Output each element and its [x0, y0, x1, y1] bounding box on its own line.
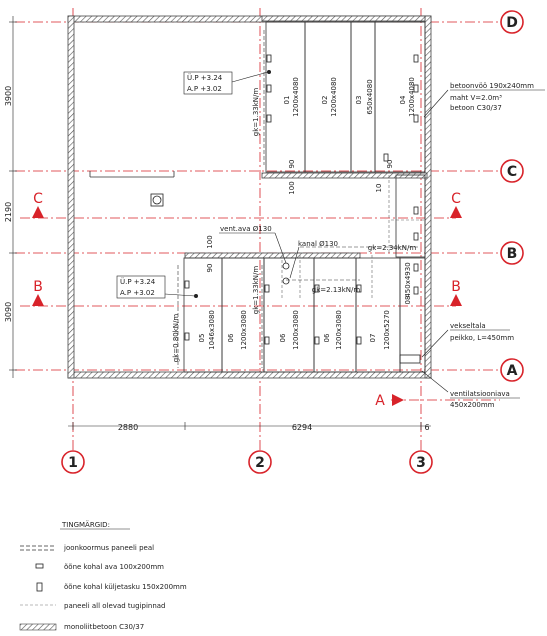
- legend-title: TINGMÄRGID:: [61, 520, 110, 529]
- panels-top: [89, 21, 426, 178]
- panel-id: 07: [369, 334, 377, 343]
- beam-label-1: betoonvöö 190x240mm: [450, 82, 534, 90]
- annotation-labels: vent.ava Ø130 kanal Ø130 betoonvöö 190x2…: [220, 82, 534, 409]
- dim-10: 10: [375, 184, 383, 193]
- axis-label-a: A: [507, 363, 518, 379]
- line-load-markings: [177, 30, 420, 368]
- section-arrows: [32, 206, 462, 406]
- level-ap-bottom: A.P +3.02: [120, 289, 155, 297]
- axis-bubble-labels: D C B A 1 2 3: [68, 15, 518, 471]
- panel-id: 05: [198, 334, 206, 343]
- panel-id: 06: [227, 333, 235, 342]
- vent-symbols: [150, 193, 421, 364]
- level-ap-top: A.P +3.02: [187, 85, 222, 93]
- dim-3090: 3090: [4, 302, 13, 322]
- kanal-label: kanal Ø130: [298, 240, 338, 248]
- panel-size: 1200x3080: [292, 310, 300, 350]
- panels-bottom: [183, 174, 426, 373]
- panel-size: 1200x3080: [335, 310, 343, 350]
- panel-size: 1200x5270: [383, 310, 391, 350]
- panel-size: 1046x3080: [208, 310, 216, 350]
- panel-id: 03: [355, 96, 363, 105]
- dim-100-top: 100: [288, 181, 296, 194]
- vekseltala-label-1: vekseltala: [450, 322, 486, 330]
- level-up-top: Ü.P +3.24: [187, 73, 223, 82]
- section-b-right-label: B: [451, 279, 461, 295]
- panel-labels-bottom: 05 1046x3080 06 1200x3080 06 1200x3080 0…: [198, 262, 412, 350]
- panel-id: 06: [323, 333, 331, 342]
- dimension-lines: [9, 16, 431, 430]
- legend-item: õõne kohal küljetasku 150x200mm: [64, 583, 187, 591]
- dim-90-mid: 90: [206, 264, 214, 273]
- panel-size: 1200x3080: [240, 310, 248, 350]
- vertical-dimensions: 3900 2190 3090: [4, 86, 13, 322]
- legend-item: õõne kohal ava 100x200mm: [64, 563, 164, 571]
- vent-label: vent.ava Ø130: [220, 225, 272, 233]
- vent-opening-label-1: ventilatsiooniava: [450, 390, 510, 398]
- load-gk-left: gk=0.80kN/m: [172, 314, 180, 363]
- section-c-left-label: C: [33, 191, 43, 207]
- panel-id: 08: [404, 296, 412, 305]
- dim-90-top-right: 90: [386, 160, 394, 169]
- axis-bubbles: [61, 10, 524, 474]
- vent-opening-label-2: 450x200mm: [450, 401, 495, 409]
- legend-item: paneeli all olevad tugipinnad: [64, 602, 166, 610]
- beam-label-3: betoon C30/37: [450, 104, 502, 112]
- small-dimensions: 100 90 10 90 90 100: [206, 160, 394, 273]
- axis-label-b: B: [507, 246, 518, 262]
- load-gk-2-13: gk=2.13kN/m: [312, 286, 361, 294]
- axis-label-c: C: [507, 164, 517, 180]
- dim-2190: 2190: [4, 202, 13, 222]
- load-gk-mid: gk=1.33kN/m: [252, 266, 260, 315]
- concrete-beams: [184, 15, 428, 259]
- dim-6294: 6294: [292, 423, 312, 432]
- panel-id: 02: [321, 96, 329, 105]
- beam-label-2: maht V=2.0m³: [450, 94, 502, 102]
- axis-label-3: 3: [416, 455, 426, 471]
- load-gk-top: gk=1.33kN/m: [252, 88, 260, 137]
- legend-symbols: [19, 545, 57, 631]
- axis-label-1: 1: [68, 455, 78, 471]
- panel-size: 650x4080: [366, 79, 374, 114]
- axis-label-2: 2: [255, 455, 265, 471]
- leader-lines: [117, 71, 545, 399]
- horizontal-dimensions: 2880 6294 6: [118, 423, 430, 432]
- legend: TINGMÄRGID: joonkoormus paneeli peal õõn…: [61, 520, 187, 631]
- panel-size: 1200x4080: [330, 77, 338, 117]
- dim-3900: 3900: [4, 86, 13, 106]
- panel-labels-top: 01 1200x4080 02 1200x4080 03 650x4080 04…: [283, 77, 416, 117]
- panel-id: 01: [283, 96, 291, 105]
- panel-size: 1200x4080: [292, 77, 300, 117]
- vekseltala-label-2: peikko, L=450mm: [450, 334, 514, 342]
- exterior-walls: [67, 15, 432, 379]
- load-labels: gk=1.33kN/m gk=1.33kN/m gk=0.80kN/m gk=2…: [172, 88, 416, 363]
- panel-id: 04: [399, 95, 407, 104]
- dim-100-mid: 100: [206, 235, 214, 248]
- section-c-right-label: C: [451, 191, 461, 207]
- opening-symbols: [184, 54, 419, 345]
- panel-size: 450x4930: [404, 262, 412, 297]
- support-lines: [281, 175, 425, 300]
- dim-90-top: 90: [288, 160, 296, 169]
- axis-label-d: D: [506, 15, 518, 31]
- legend-item: joonkoormus paneeli peal: [63, 544, 154, 552]
- panel-id: 06: [279, 333, 287, 342]
- section-a-bottom-label: A: [375, 393, 385, 409]
- level-box-bottom: Ü.P +3.24 A.P +3.02: [116, 275, 166, 299]
- level-dots: [194, 70, 271, 298]
- dim-6: 6: [424, 423, 429, 432]
- panel-size: 1200x4080: [408, 77, 416, 117]
- level-box-top: Ü.P +3.24 A.P +3.02: [183, 71, 233, 95]
- load-gk-2-34: gk=2.34kN/m: [368, 244, 417, 252]
- legend-item: monoliitbetoon C30/37: [64, 623, 144, 631]
- level-up-bottom: Ü.P +3.24: [120, 277, 156, 286]
- dim-2880: 2880: [118, 423, 138, 432]
- section-marker-labels: C C B B A: [33, 191, 461, 409]
- section-b-left-label: B: [33, 279, 43, 295]
